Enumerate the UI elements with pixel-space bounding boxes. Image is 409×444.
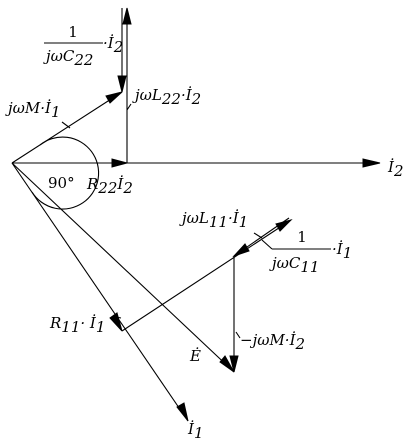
cap-c11-tail: ·İ1 — [332, 240, 352, 262]
r22-i2-label: R22İ2 — [86, 175, 133, 197]
cap-c22-tail: ·İ2 — [103, 34, 123, 56]
jwm-i1-vector — [11, 91, 123, 164]
jwl11-i1-vector — [121, 219, 292, 332]
jwm-i1-arrowhead — [105, 91, 123, 104]
neg-jwm-i2-arrowhead — [229, 355, 239, 373]
i1-axis-label: İ1 — [187, 420, 203, 442]
neg-jwm-leader — [235, 331, 241, 339]
i1-vector — [11, 162, 189, 422]
jwm-i1-leader — [61, 121, 71, 129]
cap-c22-numerator: 1 — [68, 23, 78, 41]
r22-i2-arrowhead — [111, 158, 129, 168]
cap-c11-arrowhead — [232, 243, 250, 258]
i2-arrowhead — [362, 158, 381, 168]
angle-arc — [31, 136, 100, 210]
i1-arrowhead — [176, 402, 189, 422]
angle-label: 90° — [48, 174, 75, 192]
r11-label: R11· İ1 — [49, 314, 105, 336]
cap-c22-arrowhead — [117, 75, 127, 93]
e-label: Ė — [189, 347, 201, 365]
jwm-i1-label: jωM·İ1 — [5, 99, 60, 121]
jwl11-label: jωL11·İ1 — [179, 209, 248, 231]
i2-axis-label: İ2 — [387, 158, 403, 180]
e-arrowhead — [219, 355, 235, 373]
jwl22-arrowhead — [122, 7, 132, 25]
cap-c11-leader — [261, 239, 273, 250]
jwl22-label: jωL22·İ2 — [132, 86, 201, 108]
neg-jwm-i2-label: −jωM·İ2 — [240, 331, 305, 353]
cap-c11-numerator: 1 — [297, 228, 307, 246]
jwl22-leader — [126, 103, 132, 111]
e-vector — [11, 162, 235, 373]
cap-c11-denominator: jωC11 — [269, 254, 319, 276]
r11-leader — [115, 316, 122, 319]
r11-i1-arrowhead — [109, 312, 123, 332]
cap-c22-denominator: jωC22 — [43, 47, 93, 69]
jwl11-leader — [253, 232, 263, 239]
